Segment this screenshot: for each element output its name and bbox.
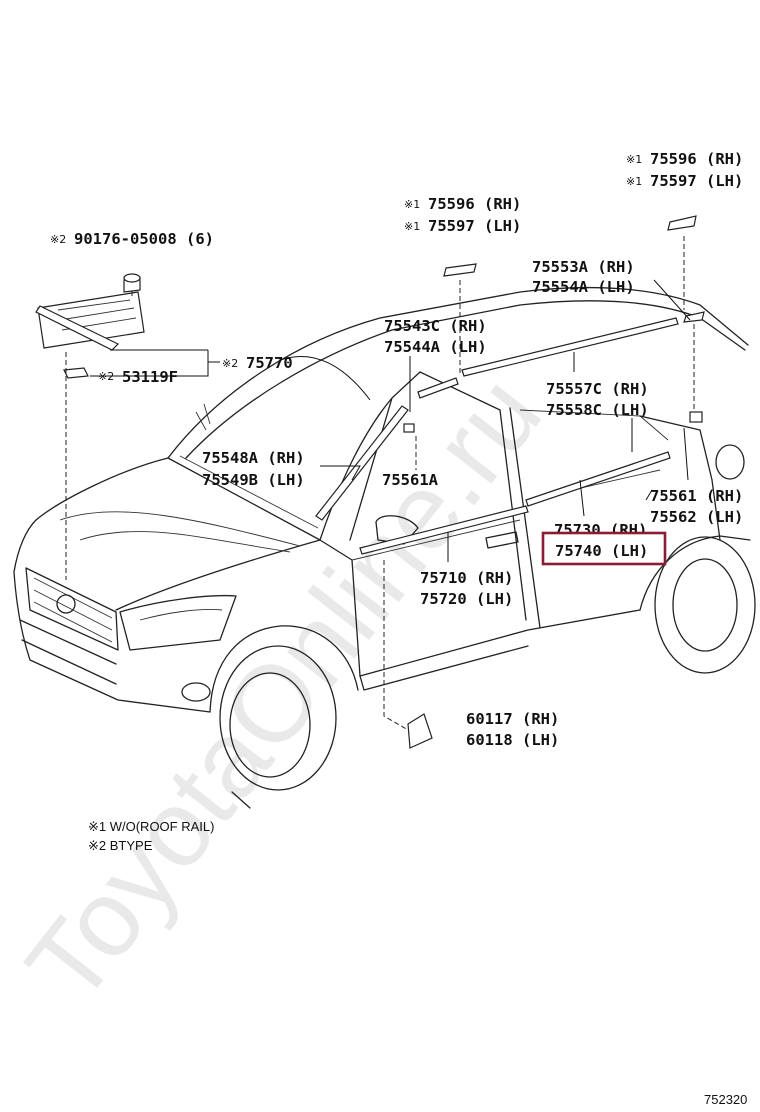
clip-icon (403, 423, 415, 433)
note-mark: ※2 (50, 233, 66, 246)
part-label-75549[interactable]: 75549B (LH) (202, 471, 305, 489)
clip-53119-icon (63, 367, 89, 379)
parts-art (35, 215, 705, 749)
part-label-75562[interactable]: 75562 (LH) (650, 508, 743, 526)
diagram-code: 752320 (704, 1092, 747, 1107)
mudguard-icon (407, 713, 433, 749)
leader-lines (65, 236, 695, 731)
note-mark: ※2 (222, 357, 238, 370)
part-label-75597-right[interactable]: 75597 (LH) (650, 172, 743, 190)
windshield-molding (315, 405, 409, 521)
note-mark: ※1 (404, 198, 420, 211)
hood-protector (37, 291, 145, 349)
part-label-75554[interactable]: 75554A (LH) (532, 278, 635, 296)
part-label-60118[interactable]: 60118 (LH) (466, 731, 559, 749)
part-label-75770[interactable]: 75770 (246, 354, 293, 372)
part-label-75561a[interactable]: 75561A (382, 471, 439, 489)
note-mark: ※2 (98, 370, 114, 383)
part-label-75548[interactable]: 75548A (RH) (202, 449, 305, 467)
labels: ※1 75596 (RH) ※1 75597 (LH) ※1 75596 (RH… (50, 150, 747, 1107)
part-label-75596-right[interactable]: 75596 (RH) (650, 150, 743, 168)
highlight-box (541, 531, 667, 566)
part-label-75557[interactable]: 75557C (RH) (546, 380, 649, 398)
part-label-75543[interactable]: 75543C (RH) (384, 317, 487, 335)
note-mark: ※1 (626, 153, 642, 166)
part-label-75544[interactable]: 75544A (LH) (384, 338, 487, 356)
part-label-75740-highlighted[interactable]: 75740 (LH) (555, 542, 648, 560)
part-label-75561[interactable]: 75561 (RH) (650, 487, 743, 505)
part-label-90176[interactable]: 90176-05008 (6) (74, 230, 214, 248)
end-cap-right (667, 215, 697, 231)
part-label-75553[interactable]: 75553A (RH) (532, 258, 635, 276)
part-label-75596-mid[interactable]: 75596 (RH) (428, 195, 521, 213)
part-label-53119[interactable]: 53119F (122, 368, 178, 386)
roof-molding-strip (461, 317, 679, 377)
bolt-head-icon (123, 273, 141, 283)
note-2: ※2 BTYPE (88, 838, 153, 853)
part-label-75558[interactable]: 75558C (LH) (546, 401, 649, 419)
part-label-60117[interactable]: 60117 (RH) (466, 710, 559, 728)
note-mark: ※1 (626, 175, 642, 188)
note-1: ※1 W/O(ROOF RAIL) (88, 819, 214, 834)
part-label-75710[interactable]: 75710 (RH) (420, 569, 513, 587)
vehicle-drawing (13, 286, 756, 809)
note-mark: ※1 (404, 220, 420, 233)
belt-molding-front (359, 505, 529, 555)
end-cap-mid (443, 263, 477, 277)
clip-icon (689, 411, 703, 423)
roof-molding-front (417, 377, 459, 399)
part-label-75720[interactable]: 75720 (LH) (420, 590, 513, 608)
belt-molding-rear (525, 451, 671, 507)
part-label-75597-mid[interactable]: 75597 (LH) (428, 217, 521, 235)
highlight-bg (545, 533, 664, 564)
